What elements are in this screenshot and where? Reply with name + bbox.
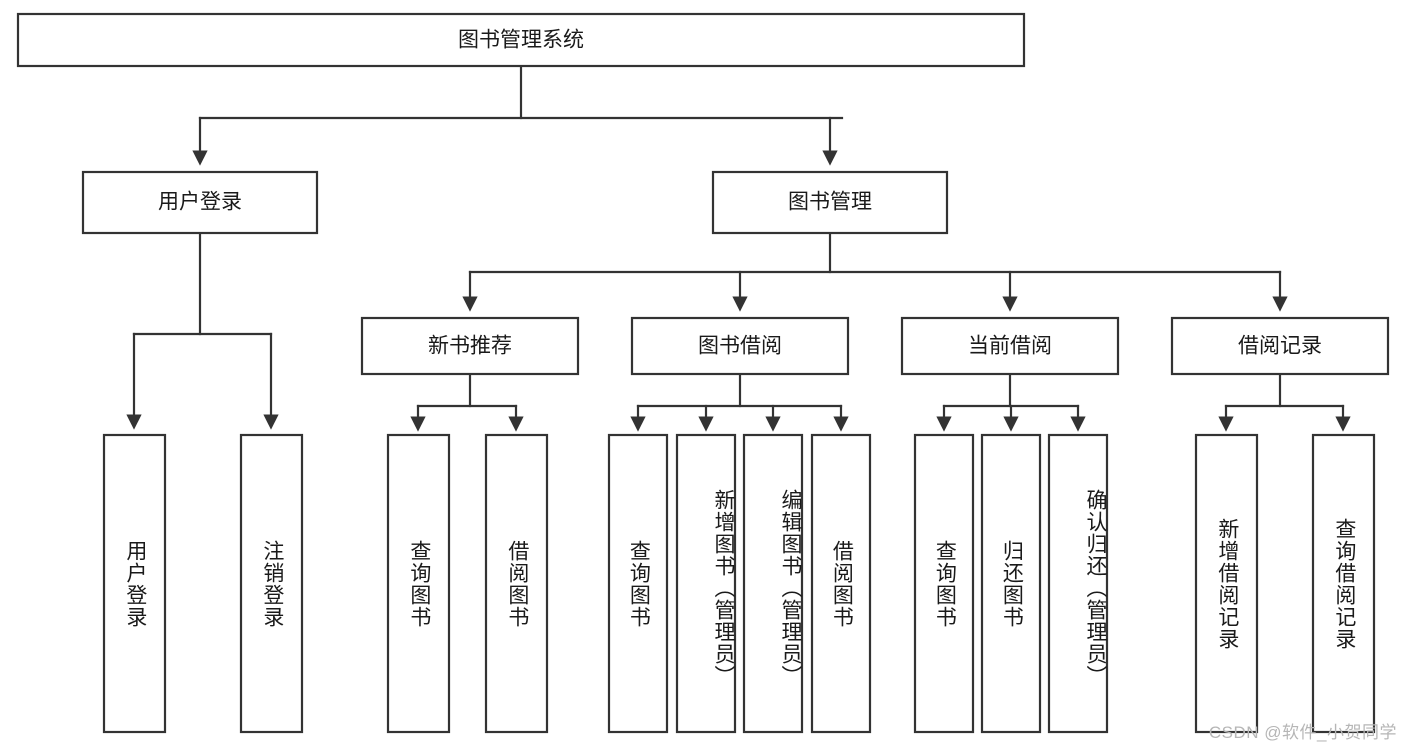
leaf-box-return-book[interactable] (980, 433, 1042, 734)
leaf-box-edit-book-admin[interactable] (742, 433, 804, 734)
node-book-borrow-label: 图书借阅 (698, 335, 782, 358)
node-current-borrow[interactable]: 当前借阅 (900, 316, 1120, 376)
leaf-box-borrow-book-2[interactable] (810, 433, 872, 734)
leaf-box-borrow-book-1[interactable] (484, 433, 549, 734)
leaf-box-user-login[interactable] (102, 433, 167, 734)
node-root-label: 图书管理系统 (458, 29, 584, 52)
leaf-box-confirm-return-admin[interactable] (1047, 433, 1109, 734)
leaf-box-logout-login[interactable] (239, 433, 304, 734)
connector-userlogin-to-leaves (126, 231, 279, 430)
connector-currentborrow-to-leaves (936, 372, 1086, 432)
node-book-management[interactable]: 图书管理 (711, 170, 949, 235)
node-borrow-record[interactable]: 借阅记录 (1170, 316, 1390, 376)
connector-borrowbook-to-leaves (630, 372, 849, 432)
connector-borrowrecord-to-leaves (1218, 372, 1351, 432)
node-user-login[interactable]: 用户登录 (81, 170, 319, 235)
connector-root-to-level2 (192, 64, 844, 166)
connector-newbook-to-leaves (410, 372, 524, 432)
node-user-login-label: 用户登录 (158, 191, 242, 214)
node-new-book-recommend-label: 新书推荐 (428, 335, 512, 358)
connector-bookmgmt-to-level3 (462, 231, 1288, 312)
watermark-text: CSDN @软件_小贺同学 (1208, 723, 1397, 742)
leaf-box-query-borrow-record[interactable] (1311, 433, 1376, 734)
leaf-box-query-book-3[interactable] (913, 433, 975, 734)
node-book-borrow[interactable]: 图书借阅 (630, 316, 850, 376)
leaf-box-add-borrow-record[interactable] (1194, 433, 1259, 734)
node-root[interactable]: 图书管理系统 (16, 12, 1026, 68)
node-new-book-recommend[interactable]: 新书推荐 (360, 316, 580, 376)
node-book-management-label: 图书管理 (788, 191, 872, 214)
leaf-box-query-book-1[interactable] (386, 433, 451, 734)
node-borrow-record-label: 借阅记录 (1238, 335, 1322, 358)
node-current-borrow-label: 当前借阅 (968, 335, 1052, 358)
leaf-boxes (102, 433, 1376, 734)
leaf-box-query-book-2[interactable] (607, 433, 669, 734)
leaf-box-add-book-admin[interactable] (675, 433, 737, 734)
